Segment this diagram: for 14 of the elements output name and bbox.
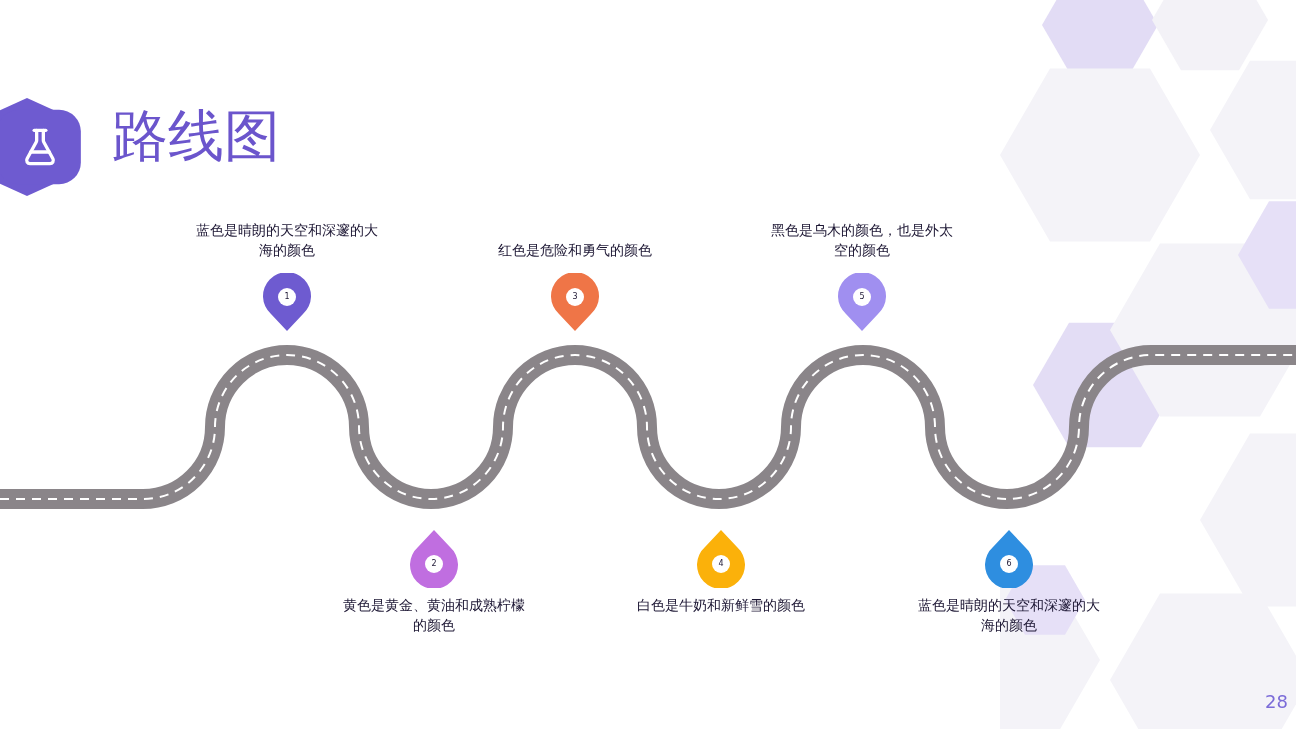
drop-marker xyxy=(410,530,458,588)
map-pin xyxy=(263,273,311,331)
step-description: 蓝色是晴朗的天空和深邃的大海的颜色 xyxy=(195,221,379,260)
drop-marker xyxy=(985,530,1033,588)
step-description: 黑色是乌木的颜色，也是外太空的颜色 xyxy=(770,221,954,260)
step-description: 蓝色是晴朗的天空和深邃的大海的颜色 xyxy=(917,596,1101,635)
step-description: 红色是危险和勇气的颜色 xyxy=(497,241,653,260)
page-number: 28 xyxy=(1265,690,1288,714)
step-description: 黄色是黄金、黄油和成熟柠檬的颜色 xyxy=(342,596,526,635)
page-title: 路线图 xyxy=(112,102,280,170)
drop-marker xyxy=(697,530,745,588)
map-pin xyxy=(551,273,599,331)
map-pin xyxy=(838,273,886,331)
step-description: 白色是牛奶和新鲜雪的颜色 xyxy=(636,596,806,615)
